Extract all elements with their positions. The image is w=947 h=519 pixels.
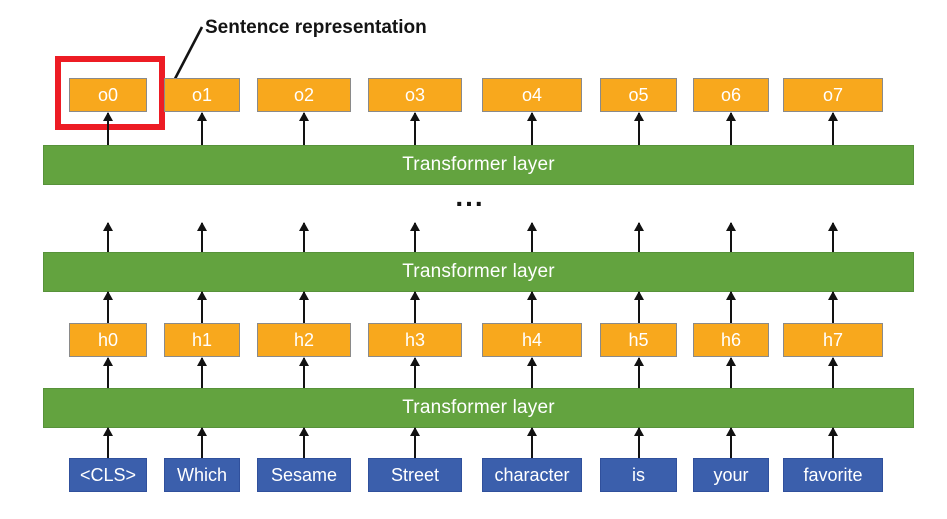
output-vector-box: o4 [482,78,582,112]
up-arrow-icon [103,112,113,145]
up-arrow-icon [103,222,113,252]
up-arrow-icon [197,427,207,458]
input-token-box: your [693,458,769,492]
output-vector-box: o5 [600,78,677,112]
up-arrow-icon [197,291,207,323]
up-arrow-icon [299,291,309,323]
output-vector-box: o0 [69,78,147,112]
transformer-layer-bar-middle: Transformer layer [43,252,914,292]
up-arrow-icon [527,291,537,323]
output-vector-box: o1 [164,78,240,112]
hidden-state-box: h0 [69,323,147,357]
up-arrow-icon [103,357,113,388]
up-arrow-icon [828,291,838,323]
up-arrow-icon [726,291,736,323]
output-vector-box: o6 [693,78,769,112]
up-arrow-icon [726,222,736,252]
input-token-box: <CLS> [69,458,147,492]
up-arrow-icon [633,427,644,458]
up-arrow-icon [197,357,207,388]
transformer-layer-label: Transformer layer [402,397,555,418]
transformer-layer-label: Transformer layer [402,261,555,282]
up-arrow-icon [527,112,537,145]
up-arrow-icon [299,222,309,252]
up-arrow-icon [197,222,207,252]
up-arrow-icon [633,112,644,145]
up-arrow-icon [103,291,113,323]
input-token-box: Sesame [257,458,351,492]
up-arrow-icon [527,222,537,252]
up-arrow-icon [410,222,420,252]
transformer-layer-bar-bottom: Transformer layer [43,388,914,428]
output-vector-box: o3 [368,78,462,112]
up-arrow-icon [828,357,838,388]
up-arrow-icon [299,357,309,388]
up-arrow-icon [410,291,420,323]
up-arrow-icon [633,291,644,323]
up-arrow-icon [633,222,644,252]
hidden-state-box: h4 [482,323,582,357]
up-arrow-icon [103,427,113,458]
output-vector-box: o2 [257,78,351,112]
input-token-box: character [482,458,582,492]
hidden-state-box: h5 [600,323,677,357]
hidden-state-box: h7 [783,323,883,357]
up-arrow-icon [410,112,420,145]
hidden-state-box: h6 [693,323,769,357]
ellipsis-label: ... [455,181,485,212]
hidden-state-box: h2 [257,323,351,357]
up-arrow-icon [527,357,537,388]
output-vector-box: o7 [783,78,883,112]
transformer-layer-label: Transformer layer [402,154,555,175]
hidden-state-box: h1 [164,323,240,357]
up-arrow-icon [410,357,420,388]
up-arrow-icon [828,112,838,145]
up-arrow-icon [299,427,309,458]
up-arrow-icon [726,427,736,458]
up-arrow-icon [828,427,838,458]
input-token-box: Street [368,458,462,492]
up-arrow-icon [633,357,644,388]
up-arrow-icon [527,427,537,458]
up-arrow-icon [299,112,309,145]
up-arrow-icon [828,222,838,252]
up-arrow-icon [410,427,420,458]
sentence-representation-label: Sentence representation [205,17,427,38]
input-token-box: is [600,458,677,492]
input-token-box: Which [164,458,240,492]
sentence-representation-highlight-box [55,56,165,130]
transformer-layer-bar-top: Transformer layer [43,145,914,185]
up-arrow-icon [197,112,207,145]
hidden-state-box: h3 [368,323,462,357]
up-arrow-icon [726,357,736,388]
input-token-box: favorite [783,458,883,492]
up-arrow-icon [726,112,736,145]
